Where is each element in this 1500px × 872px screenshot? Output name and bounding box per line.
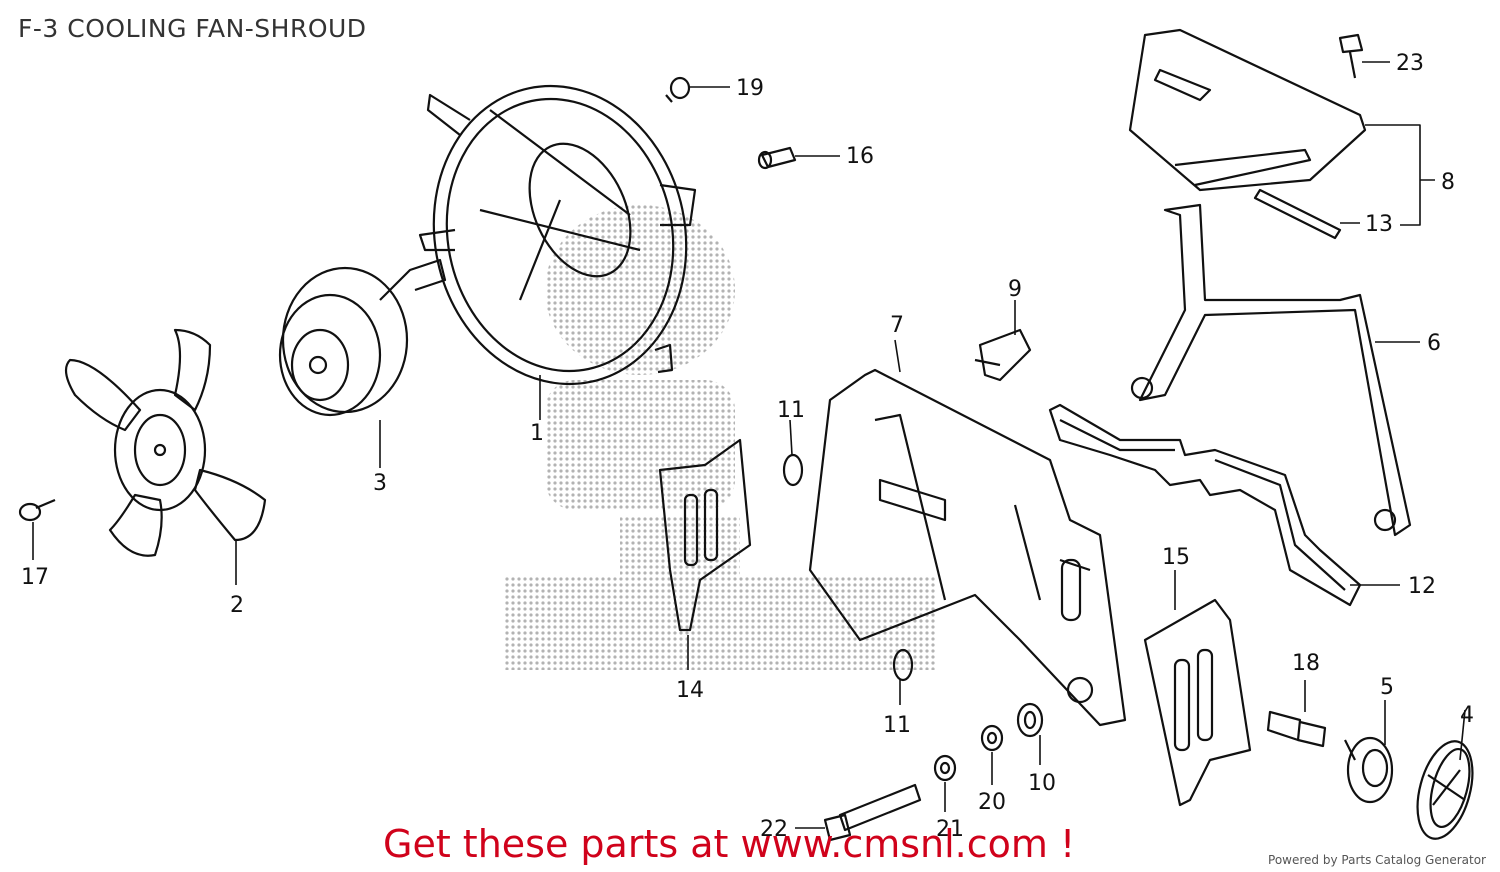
rear-panel xyxy=(808,368,1127,727)
side-cover-right xyxy=(1143,598,1252,807)
powered-by-footer: Powered by Parts Catalog Generator xyxy=(1268,853,1486,867)
callout-19: 19 xyxy=(736,76,764,101)
callout-6: 6 xyxy=(1427,331,1441,356)
callout-22: 22 xyxy=(760,817,788,842)
clamp xyxy=(974,328,1032,382)
nut-19 xyxy=(665,76,691,103)
callout-11a: 11 xyxy=(777,398,805,423)
leader-lines xyxy=(32,61,1466,829)
callout-8: 8 xyxy=(1441,170,1455,195)
cap xyxy=(1416,740,1474,840)
callout-2: 2 xyxy=(230,593,244,618)
fan-motor xyxy=(278,258,447,417)
callout-4: 4 xyxy=(1460,703,1474,728)
bolt-22 xyxy=(823,783,922,842)
strip xyxy=(1253,188,1342,240)
watermark-logo xyxy=(505,205,935,670)
callout-labels: 1 2 3 4 5 6 7 8 9 10 11 11 12 13 14 15 1… xyxy=(21,51,1474,842)
callout-5: 5 xyxy=(1380,675,1394,700)
bolt-16 xyxy=(757,146,797,170)
callout-18: 18 xyxy=(1292,651,1320,676)
damper-nut xyxy=(1344,736,1394,804)
promo-link[interactable]: Get these parts at www.cmsnl.com ! xyxy=(383,822,1076,866)
callout-16: 16 xyxy=(846,144,874,169)
callout-12: 12 xyxy=(1408,574,1436,599)
callout-7: 7 xyxy=(890,313,904,338)
callout-15: 15 xyxy=(1162,545,1190,570)
seal xyxy=(1048,403,1362,607)
grommet-small-a xyxy=(782,453,804,487)
callout-14: 14 xyxy=(676,678,704,703)
screw-17 xyxy=(18,498,56,522)
stay-frame xyxy=(1130,203,1412,537)
fan-shroud xyxy=(418,84,697,386)
washer-20 xyxy=(980,724,1004,752)
callout-1: 1 xyxy=(530,421,544,446)
callout-20: 20 xyxy=(978,790,1006,815)
collar-bolt xyxy=(1266,710,1327,748)
callout-10: 10 xyxy=(1028,771,1056,796)
bolt-23 xyxy=(1338,33,1364,79)
callout-23: 23 xyxy=(1396,51,1424,76)
callout-9: 9 xyxy=(1008,277,1022,302)
callout-17: 17 xyxy=(21,565,49,590)
side-cover-left xyxy=(658,438,752,632)
washer-21 xyxy=(933,754,957,782)
callout-21: 21 xyxy=(936,817,964,842)
grommet-small-b xyxy=(892,648,914,682)
bracket-plate xyxy=(1128,28,1367,192)
callout-11b: 11 xyxy=(883,713,911,738)
grommet xyxy=(1016,702,1044,738)
fan-blade xyxy=(64,328,267,557)
diagram-title: F-3 COOLING FAN-SHROUD xyxy=(18,14,367,43)
callout-13: 13 xyxy=(1365,212,1393,237)
callout-3: 3 xyxy=(373,471,387,496)
